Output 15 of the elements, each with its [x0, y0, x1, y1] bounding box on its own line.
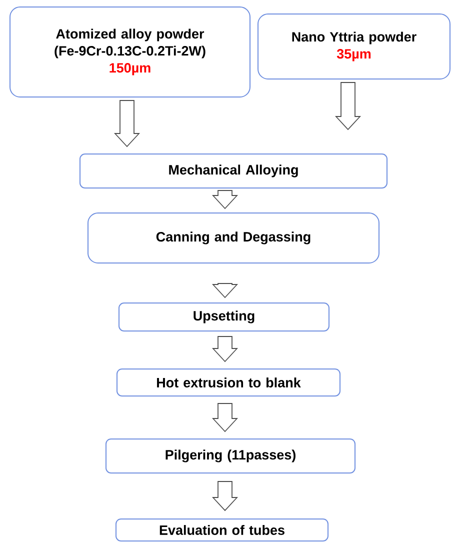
process-box: Pilgering (11passes): [106, 438, 356, 474]
process-box: Nano Yttria powder 35µm: [258, 14, 450, 80]
block-arrow: [212, 336, 238, 362]
process-box: Evaluation of tubes: [116, 518, 328, 542]
process-box: Canning and Degassing: [88, 212, 380, 264]
process-box: Upsetting: [118, 302, 330, 332]
block-arrow: [212, 481, 238, 512]
block-arrow: [212, 283, 238, 298]
block-arrow: [114, 100, 140, 148]
block-arrow: [212, 403, 238, 432]
process-box: Atomized alloy powder (Fe-9Cr-0.13C-0.2Ti-2W) 150µm: [10, 6, 250, 98]
process-box: Mechanical Alloying: [80, 154, 388, 188]
block-arrow: [334, 82, 362, 130]
process-box: Hot extrusion to blank: [116, 368, 340, 396]
block-arrow: [212, 190, 238, 210]
